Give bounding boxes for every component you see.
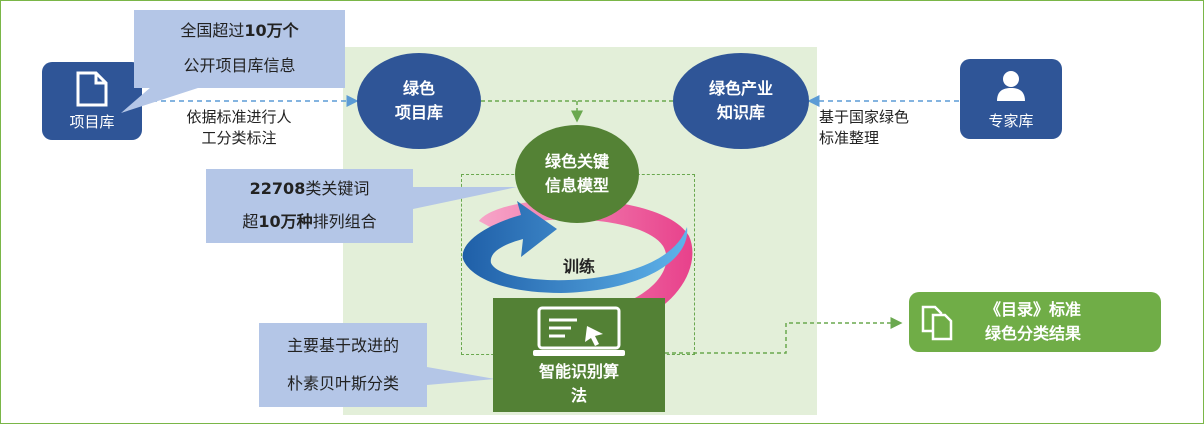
- project-db-card: 项目库: [42, 62, 142, 140]
- result-text: 《目录》标准 绿色分类结果: [985, 300, 1082, 343]
- label-manual-annotation: 依据标准进行人 工分类标注: [186, 108, 292, 147]
- note-middle-line1: 22708类关键词: [249, 179, 370, 199]
- pointer-middle-note: [413, 187, 517, 209]
- note-keywords: 22708类关键词 超10万种排列组合: [206, 169, 413, 243]
- algorithm-box: 智能识别算 法: [493, 298, 665, 412]
- pointer-bottom-note: [427, 367, 495, 385]
- training-ring-pink: [479, 199, 693, 319]
- training-ring-blue: [462, 201, 688, 293]
- document-icon: [76, 71, 108, 107]
- circle-key-info-model: 绿色关键 信息模型: [515, 125, 639, 223]
- algorithm-title: 智能识别算 法: [538, 362, 619, 405]
- laptop-icon: [533, 306, 625, 356]
- note-middle-line2: 超10万种排列组合: [242, 212, 377, 232]
- circle-green-project-db: 绿色 项目库: [357, 53, 481, 149]
- result-box: 《目录》标准 绿色分类结果: [909, 292, 1161, 352]
- note-public-projects: 全国超过10万个 公开项目库信息: [134, 10, 345, 88]
- person-icon: [997, 71, 1025, 101]
- pointer-top-note: [121, 87, 201, 113]
- note-top-line1: 全国超过10万个: [180, 21, 299, 41]
- files-icon: [921, 305, 953, 341]
- expert-db-card: 专家库: [960, 59, 1062, 139]
- project-db-label: 项目库: [69, 113, 115, 131]
- expert-db-label: 专家库: [988, 112, 1034, 130]
- circle-green-knowledge: 绿色产业 知识库: [673, 53, 809, 149]
- training-label: 训练: [563, 257, 596, 276]
- arrow-algo-to-result: [665, 317, 903, 354]
- note-naive-bayes: 主要基于改进的 朴素贝叶斯分类: [259, 323, 427, 407]
- label-national-standard: 基于国家绿色 标准整理: [819, 108, 910, 147]
- note-top-line2: 公开项目库信息: [183, 56, 296, 76]
